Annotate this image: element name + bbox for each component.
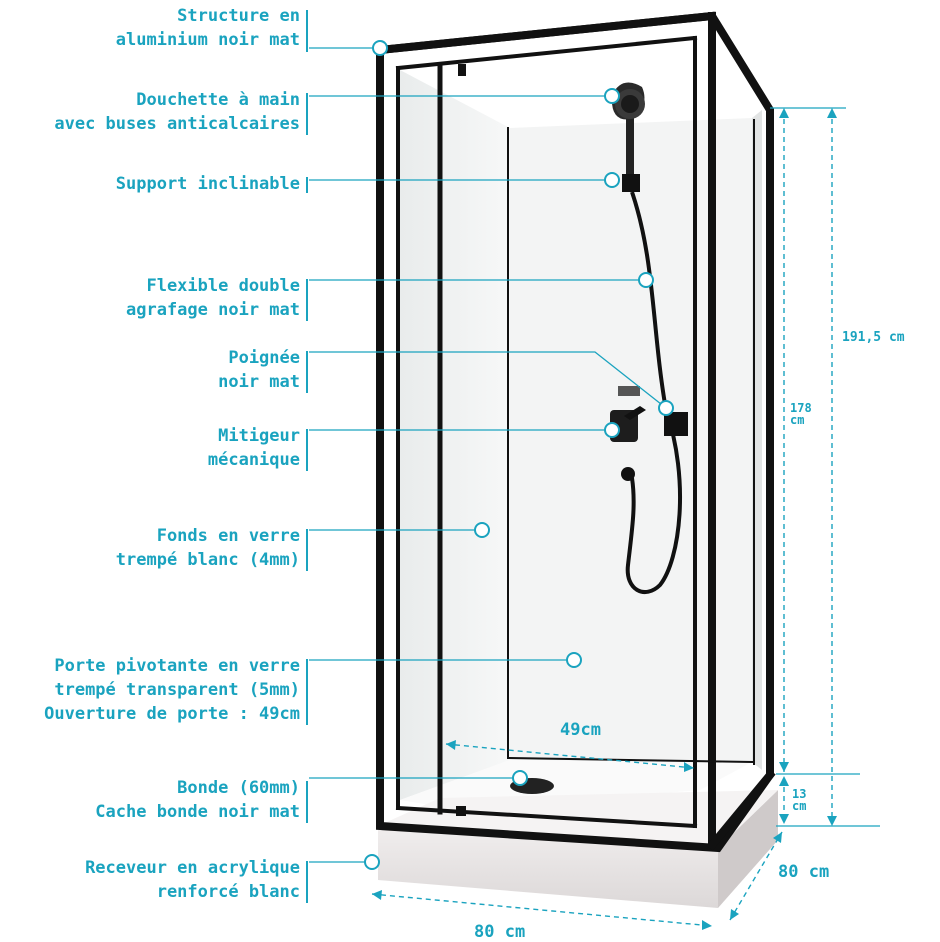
label-line: Receveur en acrylique — [85, 858, 300, 878]
label-line: Flexible double — [146, 276, 300, 296]
callout-dot-holder — [604, 172, 620, 188]
callout-dot-handle — [658, 400, 674, 416]
label-mixer: Mitigeur mécanique — [208, 424, 300, 472]
label-bracket — [306, 861, 308, 903]
label-line: Douchette à main — [136, 90, 300, 110]
label-line: Structure en — [177, 6, 300, 26]
label-bracket — [306, 781, 308, 823]
label-line: Porte pivotante en verre — [54, 656, 300, 676]
dim-value: 13 — [792, 787, 807, 801]
label-bracket — [306, 529, 308, 571]
label-line: avec buses anticalcaires — [54, 114, 300, 134]
label-line: noir mat — [218, 372, 300, 392]
label-line: trempé blanc (4mm) — [115, 550, 300, 570]
callout-dot-mixer — [604, 422, 620, 438]
label-drain: Bonde (60mm) Cache bonde noir mat — [95, 776, 300, 824]
label-structure: Structure en aluminium noir mat — [116, 4, 300, 52]
left-glass-wall — [400, 70, 510, 800]
dim-line-width — [371, 893, 713, 927]
label-line: Support inclinable — [115, 174, 300, 194]
label-line: Ouverture de porte : 49cm — [44, 704, 300, 724]
aluminium-frame — [375, 11, 776, 853]
dim-label-total-height: 191,5 cm — [842, 330, 905, 345]
label-line: Bonde (60mm) — [177, 778, 300, 798]
dim-value: 178 — [790, 401, 812, 415]
label-line: aluminium noir mat — [115, 30, 300, 50]
callout-dot-tray — [364, 854, 380, 870]
hinge-bottom — [456, 806, 466, 816]
callout-dot-door — [566, 652, 582, 668]
shower-column — [610, 82, 688, 595]
label-tray: Receveur en acrylique renforcé blanc — [85, 856, 300, 904]
label-line: Mitigeur — [218, 426, 300, 446]
dim-unit: cm — [790, 413, 805, 427]
label-bracket — [306, 351, 308, 393]
label-door: Porte pivotante en verre trempé transpare… — [44, 654, 300, 726]
label-hand-shower: Douchette à main avec buses anticalcaires — [54, 88, 300, 136]
label-bracket — [306, 93, 308, 135]
hinge-top — [458, 64, 466, 76]
acrylic-tray-side — [718, 790, 778, 908]
dim-unit: cm — [792, 799, 807, 813]
label-bracket — [306, 429, 308, 471]
callout-dot-structure — [372, 40, 388, 56]
label-bracket — [306, 177, 308, 193]
label-line: Poignée — [228, 348, 300, 368]
label-bracket — [306, 279, 308, 321]
label-bracket — [306, 10, 308, 52]
callout-dot-hose — [638, 272, 654, 288]
callout-dot-hand-shower — [604, 88, 620, 104]
dim-label-width: 80 cm — [474, 922, 526, 942]
label-line: Cache bonde noir mat — [95, 802, 300, 822]
label-line: mécanique — [207, 450, 300, 470]
label-glass-back: Fonds en verre trempé blanc (4mm) — [116, 524, 300, 572]
callout-dot-glass-back — [474, 522, 490, 538]
dim-label-depth: 80 cm — [778, 862, 830, 882]
dim-line-door-opening — [445, 743, 695, 769]
handle-box — [664, 412, 688, 436]
label-handle: Poignée noir mat — [218, 346, 300, 394]
acrylic-tray-front — [378, 826, 718, 908]
callout-dot-drain — [512, 770, 528, 786]
label-hose: Flexible double agrafage noir mat — [126, 274, 300, 322]
label-line: Fonds en verre — [156, 526, 300, 546]
dim-label-door-opening: 49cm — [560, 720, 601, 740]
label-line: trempé transparent (5mm) — [54, 680, 300, 700]
label-bracket — [306, 659, 308, 725]
dim-line-depth — [729, 831, 783, 921]
label-line: renforcé blanc — [156, 882, 300, 902]
label-holder: Support inclinable — [116, 172, 300, 196]
label-line: agrafage noir mat — [126, 300, 300, 320]
